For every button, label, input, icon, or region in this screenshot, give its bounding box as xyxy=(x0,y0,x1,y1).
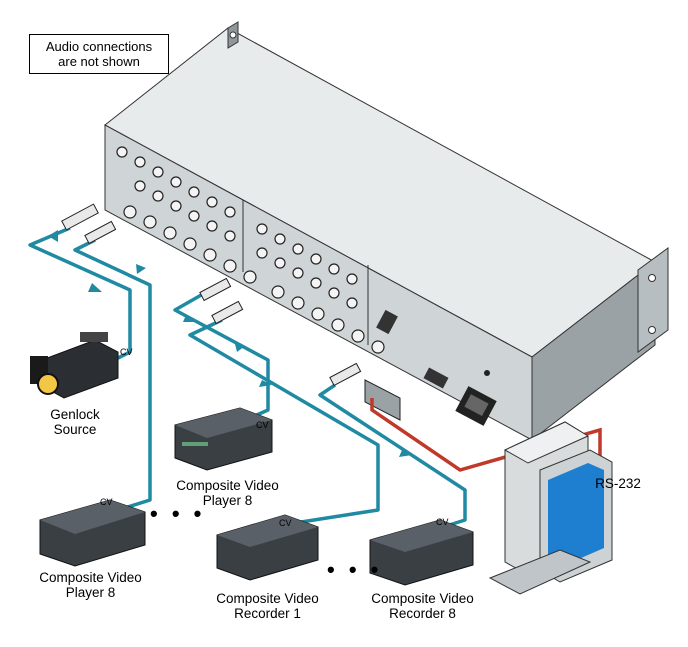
player-left-label-line-2: Player 8 xyxy=(65,585,116,600)
genlock-label-line-2: Source xyxy=(53,422,97,437)
player-left-label: Composite Video Player 8 xyxy=(28,570,153,600)
player-top-label: Composite Video Player 8 xyxy=(165,478,290,508)
recorder-1-label-line-2: Recorder 1 xyxy=(234,606,301,621)
rs232-label: RS-232 xyxy=(595,476,641,491)
player-top-label-line-2: Player 8 xyxy=(202,493,253,508)
recorder-8-label: Composite Video Recorder 8 xyxy=(360,591,485,621)
video-player-top-device xyxy=(174,407,273,471)
video-recorder-1-device xyxy=(216,514,319,581)
recorder-1-label-line-1: Composite Video xyxy=(216,591,319,606)
matrix-switcher-unit xyxy=(104,21,669,442)
recorder-1-cv-label: CV xyxy=(279,518,292,528)
note-line-2: are not shown xyxy=(58,54,140,69)
genlock-label: Genlock Source xyxy=(40,407,110,437)
recorder-8-cv-label: CV xyxy=(436,517,449,527)
video-cables xyxy=(28,226,467,530)
genlock-cv-label: CV xyxy=(120,347,133,357)
note-box: Audio connections are not shown xyxy=(29,34,169,74)
note-line-1: Audio connections xyxy=(45,39,153,54)
video-player-left-device xyxy=(39,499,146,567)
player-left-cv-label: CV xyxy=(100,497,113,507)
player-top-label-line-1: Composite Video xyxy=(176,478,279,493)
ellipsis-players: • • • xyxy=(150,501,206,526)
player-top-cv-label: CV xyxy=(256,420,269,430)
bnc-plugs xyxy=(61,203,362,387)
bnc-connector-grid xyxy=(116,146,385,354)
player-left-label-line-1: Composite Video xyxy=(39,570,142,585)
genlock-label-line-1: Genlock xyxy=(50,407,100,422)
ellipsis-recorders: • • • xyxy=(327,557,383,582)
signal-arrows xyxy=(48,230,412,457)
video-recorder-8-device xyxy=(369,519,474,586)
recorder-8-label-line-2: Recorder 8 xyxy=(389,606,456,621)
recorder-1-label: Composite Video Recorder 1 xyxy=(205,591,330,621)
camera-icon xyxy=(30,332,119,399)
recorder-8-label-line-1: Composite Video xyxy=(371,591,474,606)
pc-computer-icon xyxy=(488,421,613,595)
